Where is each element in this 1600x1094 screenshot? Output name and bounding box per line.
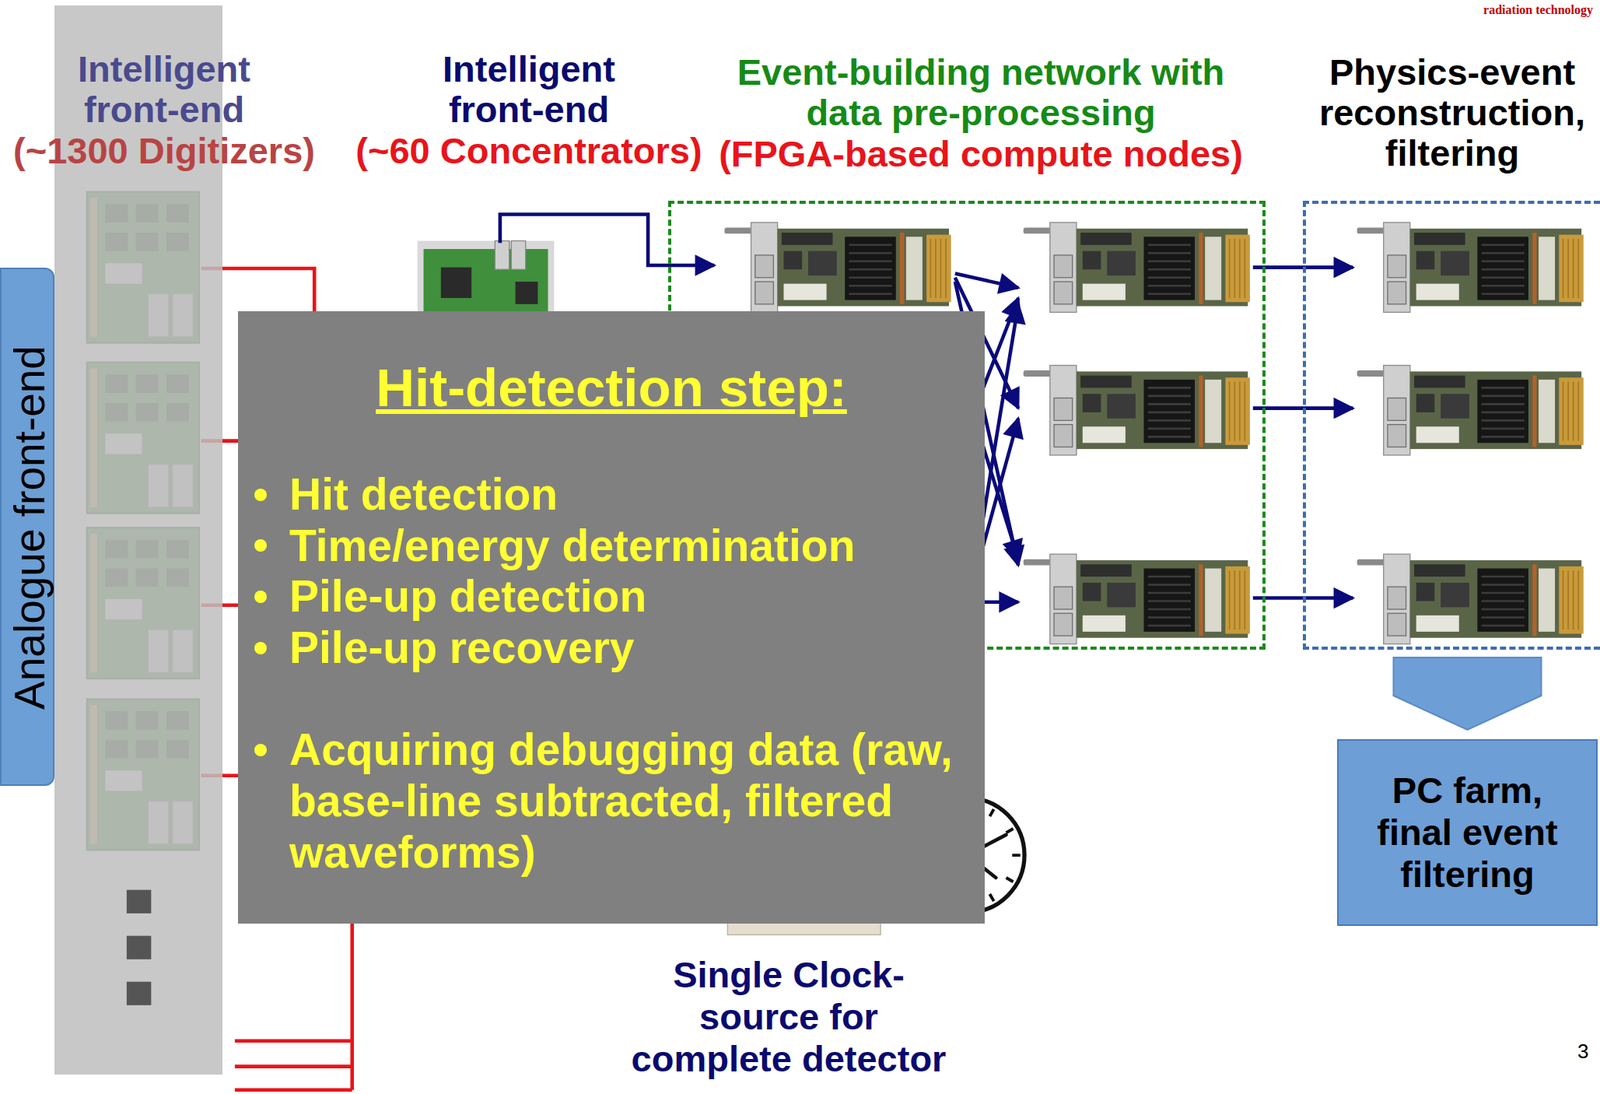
bullet-item: Acquiring debugging data (raw, base-line…	[289, 724, 977, 878]
bullet-item: Pile-up recovery	[289, 622, 977, 674]
text-slot: (~1300 Digitizers)	[4, 130, 324, 172]
text-slot: Time/energy determination	[289, 520, 977, 572]
process-box: PC farm, final event filtering	[1337, 738, 1598, 926]
region-heading: Event-building network with data pre-pro…	[708, 52, 1254, 134]
block-arrow	[1393, 657, 1542, 730]
fpga-card	[1023, 365, 1250, 456]
box-label: PC farm, final event filtering	[1363, 769, 1572, 896]
text-slot: Hit-detection step:	[238, 355, 985, 421]
ellipsis-square	[126, 935, 151, 960]
bullet-dot	[254, 539, 267, 552]
company-tag: radiation technology	[1438, 2, 1593, 18]
fpga-card	[1023, 553, 1250, 644]
label-slot: (~60 Concentrators)	[350, 130, 708, 172]
column-subheading: (~1300 Digitizers)	[4, 130, 324, 172]
text-slot: Acquiring debugging data (raw, base-line…	[289, 724, 977, 878]
text-slot: (FPGA-based compute nodes)	[700, 133, 1261, 175]
network-arrows	[955, 267, 1354, 603]
bullet-dot	[254, 488, 267, 501]
analogue-band: Analogue front-end	[0, 267, 55, 786]
label-slot: radiation technology	[1438, 2, 1593, 18]
ellipsis-square	[126, 889, 151, 914]
column-subheading: (~60 Concentrators)	[350, 130, 708, 172]
digitizer-band: Intelligent front-end(~1300 Digitizers)	[54, 5, 223, 1075]
text-slot: Event-building network with data pre-pro…	[708, 52, 1254, 134]
panel-heading: Hit-detection step:	[238, 355, 985, 421]
label-slot: 3	[1577, 1039, 1597, 1063]
callout-panel: Hit-detection step: Hit detectionTime/ene…	[238, 311, 985, 924]
bullet-dot	[254, 641, 267, 655]
band-label: Analogue front-end	[5, 345, 55, 710]
bullet-dot	[254, 590, 267, 603]
fpga-card	[1357, 365, 1584, 456]
region-heading: Physics-event reconstruction, filtering	[1304, 52, 1600, 174]
ellipsis-square	[126, 981, 151, 1005]
label-slot: Intelligent front-end	[412, 49, 646, 130]
column-heading: Intelligent front-end	[412, 49, 646, 130]
fpga-card	[724, 222, 951, 312]
text-slot: Intelligent front-end	[47, 49, 281, 130]
fpga-card	[1023, 222, 1250, 312]
column-heading: Intelligent front-end	[47, 49, 281, 130]
fpga-card	[1357, 222, 1584, 312]
fpga-card	[1357, 553, 1584, 644]
clock-caption: Single Clock-source for complete detecto…	[623, 953, 955, 1080]
text-slot: Physics-event reconstruction, filtering	[1304, 52, 1600, 174]
text-slot: PC farm, final event filtering	[1363, 769, 1572, 896]
label-slot: Single Clock-source for complete detecto…	[623, 953, 955, 1080]
bullet-item: Pile-up detection	[289, 570, 977, 623]
text-slot: Pile-up recovery	[289, 622, 977, 674]
text-slot: Pile-up detection	[289, 570, 977, 623]
text-slot: Analogue front-end	[5, 345, 55, 710]
link-line	[500, 213, 715, 266]
reconstruction-region: Physics-event reconstruction, filtering	[1302, 200, 1600, 650]
bullet-dot	[254, 743, 267, 757]
region-subheading: (FPGA-based compute nodes)	[700, 133, 1261, 175]
bullet-item: Hit detection	[289, 469, 977, 521]
text-slot: Hit detection	[289, 469, 977, 521]
bullet-item: Time/energy determination	[289, 520, 977, 572]
page-number: 3	[1577, 1039, 1597, 1063]
